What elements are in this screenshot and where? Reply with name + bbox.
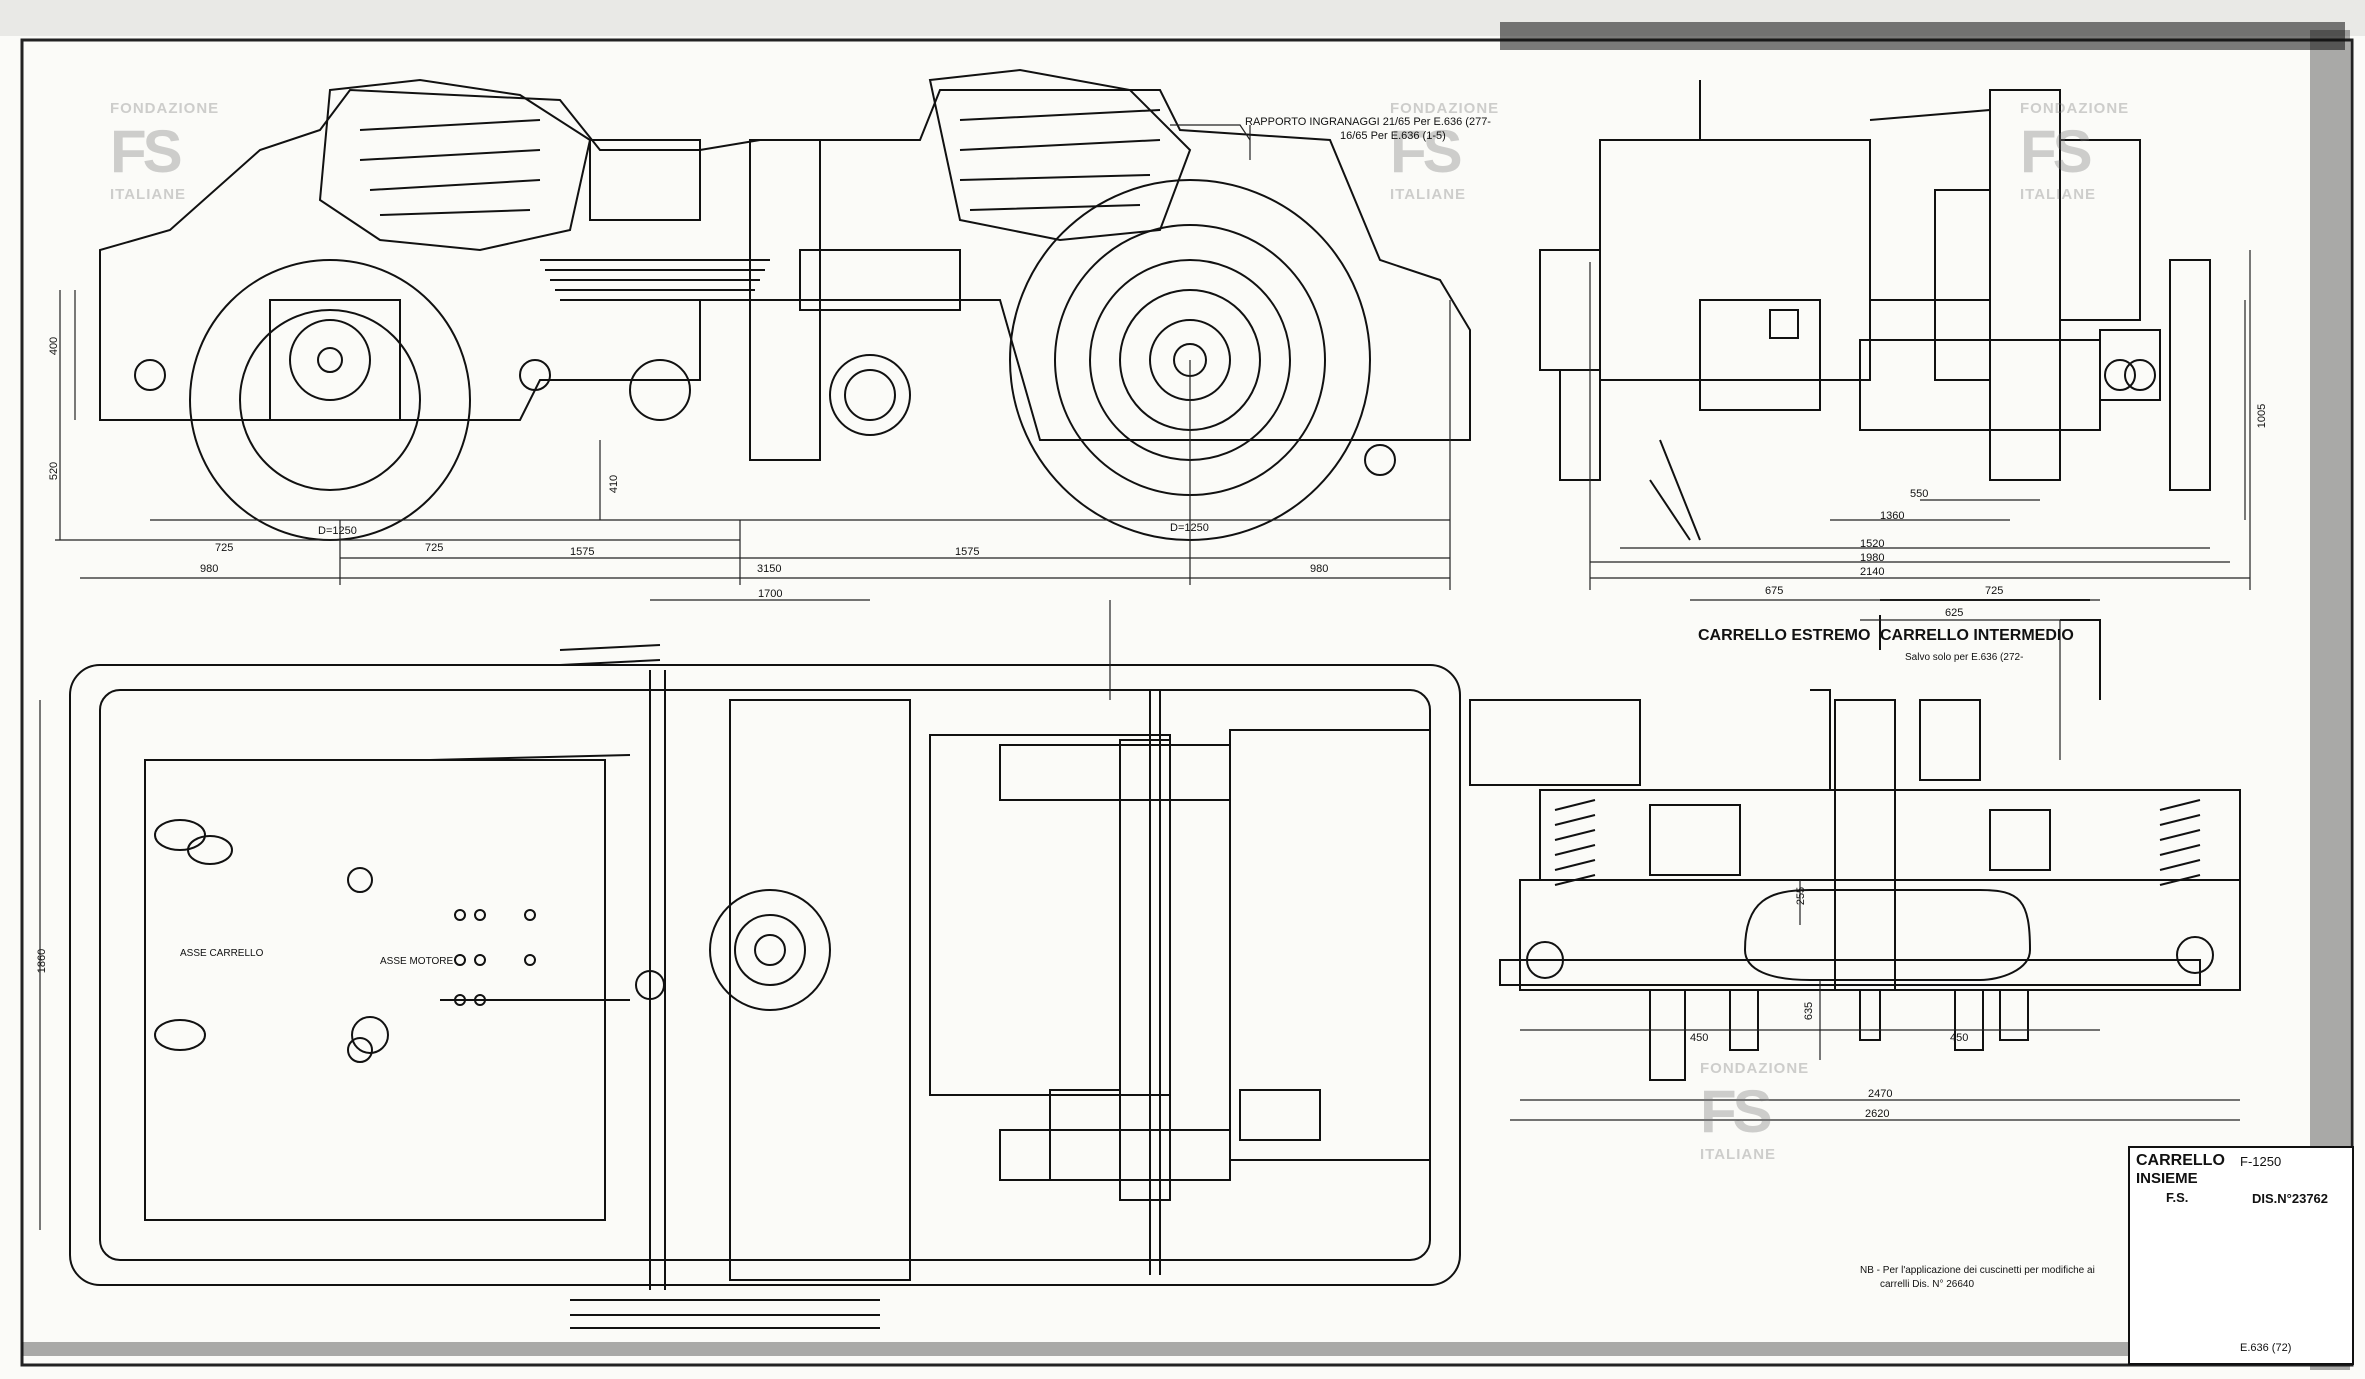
- dim-410: 410: [608, 474, 621, 494]
- watermark-top-text: FONDAZIONE: [110, 100, 220, 117]
- section-view: [1469, 599, 2241, 1081]
- label-carrello-intermedio: CARRELLO INTERMEDIO: [1880, 627, 2074, 644]
- title-block-title: CARRELLO: [2136, 1152, 2225, 1169]
- dim-1700: 1700: [758, 588, 783, 600]
- watermark-bottom-text: ITALIANE: [1390, 186, 1467, 203]
- nb-note-line-1: NB - Per l'applicazione dei cuscinetti p…: [1860, 1265, 2095, 1276]
- dim-1360: 1360: [1880, 510, 1905, 522]
- label-asse-motore: ASSE MOTORE: [380, 956, 454, 967]
- side-elevation: [99, 68, 1471, 541]
- dim-725b: 725: [425, 542, 444, 554]
- label-carrello-estremo: CARRELLO ESTREMO: [1698, 627, 1871, 644]
- dim-1980: 1980: [1860, 552, 1885, 564]
- section-sub-note: Salvo solo per E.636 (272-: [1905, 652, 2024, 663]
- watermark-bottom-text: ITALIANE: [110, 186, 187, 203]
- title-block-subtitle: INSIEME: [2136, 1170, 2198, 1187]
- watermark-bottom-text: ITALIANE: [1700, 1146, 1777, 1163]
- dim-625: 625: [1945, 607, 1964, 619]
- dim-980b: 980: [1310, 563, 1329, 575]
- dim-635: 635: [1803, 1001, 1816, 1021]
- end-elevation: [1539, 80, 2211, 541]
- watermark-top-text: FONDAZIONE: [1390, 100, 1500, 117]
- dim-1575a: 1575: [570, 546, 595, 558]
- watermark-logo-text: FS: [1700, 1078, 1773, 1145]
- dim-3150: 3150: [757, 563, 782, 575]
- dim-wheel-diameter-right: D=1250: [1170, 522, 1209, 534]
- watermark-fs: FONDAZIONE FS ITALIANE: [1390, 100, 1499, 203]
- dim-2620: 2620: [1865, 1108, 1890, 1120]
- dim-1520: 1520: [1860, 538, 1885, 550]
- dim-2140: 2140: [1860, 566, 1885, 578]
- watermark-logo-text: FS: [1390, 118, 1463, 185]
- dim-550: 550: [1910, 488, 1929, 500]
- dim-675: 675: [1765, 585, 1784, 597]
- watermark-fs: FONDAZIONE FS ITALIANE: [110, 100, 219, 203]
- side-dimension-lines: [55, 124, 1451, 590]
- watermark-top-text: FONDAZIONE: [1700, 1060, 1810, 1077]
- gear-ratio-note-2: 16/65 Per E.636 (1-5): [1340, 130, 1446, 142]
- nb-note-line-2: carrelli Dis. N° 26640: [1880, 1279, 1975, 1290]
- dim-1860: 1860: [36, 948, 49, 974]
- dim-520: 520: [48, 461, 61, 481]
- dim-980a: 980: [200, 563, 219, 575]
- watermark-fs: FONDAZIONE FS ITALIANE: [1700, 1060, 1809, 1163]
- watermark-logo-text: FS: [110, 118, 183, 185]
- title-block-bottom-code: E.636 (72): [2240, 1342, 2292, 1354]
- sheet-border: [20, 38, 2354, 1367]
- title-block: CARRELLO F-1250 INSIEME F.S. DIS.N°23762…: [2128, 1146, 2354, 1365]
- dim-450b: 450: [1950, 1032, 1969, 1044]
- gear-ratio-note: RAPPORTO INGRANAGGI 21/65 Per E.636 (277…: [1245, 116, 1491, 128]
- dim-725a: 725: [215, 542, 234, 554]
- title-block-logo: F.S.: [2166, 1190, 2189, 1205]
- end-dimension-lines: [1589, 250, 2251, 590]
- watermark-fs: FONDAZIONE FS ITALIANE: [2020, 100, 2129, 203]
- title-block-code: F-1250: [2240, 1154, 2282, 1169]
- dim-400: 400: [48, 336, 61, 356]
- watermark-logo-text: FS: [2020, 118, 2093, 185]
- dim-2470: 2470: [1868, 1088, 1893, 1100]
- watermark-bottom-text: ITALIANE: [2020, 186, 2097, 203]
- watermark-top-text: FONDAZIONE: [2020, 100, 2130, 117]
- plan-view: [69, 644, 1461, 1329]
- label-asse-carrello: ASSE CARRELLO: [180, 948, 264, 959]
- dim-725: 725: [1985, 585, 2004, 597]
- dim-1575b: 1575: [955, 546, 980, 558]
- dim-255: 255: [1795, 886, 1808, 906]
- section-dimension-lines: [1510, 599, 2240, 1121]
- dim-wheel-diameter-left: D=1250: [318, 525, 357, 537]
- pivot-center: [709, 889, 831, 1011]
- dim-450a: 450: [1690, 1032, 1709, 1044]
- title-block-drawing-number: DIS.N°23762: [2252, 1191, 2329, 1206]
- dim-1005: 1005: [2256, 403, 2269, 429]
